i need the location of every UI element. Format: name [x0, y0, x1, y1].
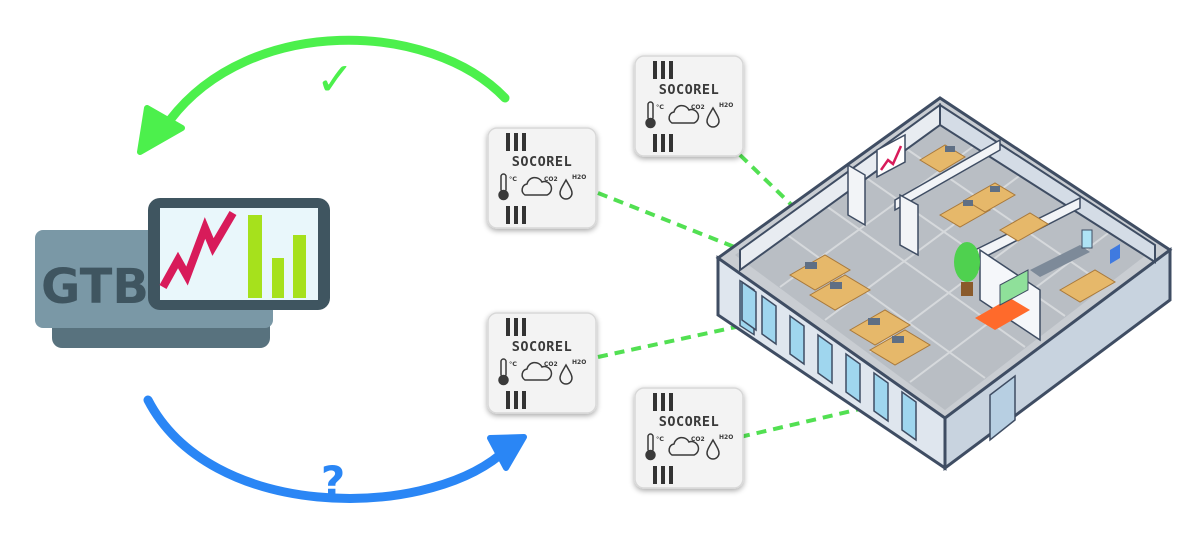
- cloud-icon: [668, 104, 700, 124]
- sensor-links: [597, 153, 921, 439]
- chart-icon: [159, 210, 306, 298]
- vent-top: [653, 393, 673, 411]
- thermometer-icon: [645, 101, 656, 129]
- thermometer-icon: [498, 358, 509, 386]
- gas-label: CO2: [544, 176, 558, 183]
- vent-bottom: [653, 466, 673, 484]
- sensor-brand: SOCOREL: [659, 82, 719, 98]
- sensor-card: SOCOREL °C CO2 H2O: [487, 127, 597, 229]
- gtb-label: GTB: [41, 259, 149, 315]
- humidity-label: H2O: [719, 434, 733, 441]
- gas-label: CO2: [544, 361, 558, 368]
- cloud-icon: [521, 361, 553, 381]
- vent-bottom: [506, 206, 526, 224]
- vent-bottom: [653, 134, 673, 152]
- sensor-brand: SOCOREL: [659, 414, 719, 430]
- cloud-icon: [668, 436, 700, 456]
- thermometer-icon: [645, 433, 656, 461]
- gtb-screen: [148, 198, 330, 310]
- droplet-icon: [706, 106, 720, 128]
- droplet-icon: [706, 438, 720, 460]
- humidity-label: H2O: [572, 359, 586, 366]
- vent-bottom: [506, 391, 526, 409]
- link-sensor-2: [738, 153, 840, 252]
- cloud-icon: [521, 176, 553, 196]
- thermometer-icon: [498, 173, 509, 201]
- sensor-card: SOCOREL °C CO2 H2O: [634, 387, 744, 489]
- building-icon: [715, 96, 1173, 471]
- temp-unit: °C: [509, 175, 517, 183]
- gtb-module: GTB: [35, 198, 330, 348]
- droplet-icon: [559, 178, 573, 200]
- sensor-card: SOCOREL °C CO2 H2O: [634, 55, 744, 157]
- temp-unit: °C: [656, 435, 664, 443]
- top-arrow: ✓: [137, 35, 510, 155]
- vent-top: [653, 61, 673, 79]
- humidity-label: H2O: [719, 102, 733, 109]
- link-sensor-1: [597, 191, 738, 250]
- vent-top: [506, 318, 526, 336]
- bottom-arrow: ?: [143, 395, 527, 506]
- check-icon: ✓: [316, 52, 355, 106]
- sensor-brand: SOCOREL: [512, 339, 572, 355]
- gas-label: CO2: [691, 104, 705, 111]
- gas-label: CO2: [691, 436, 705, 443]
- link-sensor-3: [597, 323, 746, 359]
- sensor-card: SOCOREL °C CO2 H2O: [487, 312, 597, 414]
- sensor-brand: SOCOREL: [512, 154, 572, 170]
- humidity-label: H2O: [572, 174, 586, 181]
- temp-unit: °C: [509, 360, 517, 368]
- droplet-icon: [559, 363, 573, 385]
- vent-top: [506, 133, 526, 151]
- question-icon: ?: [321, 457, 345, 506]
- temp-unit: °C: [656, 103, 664, 111]
